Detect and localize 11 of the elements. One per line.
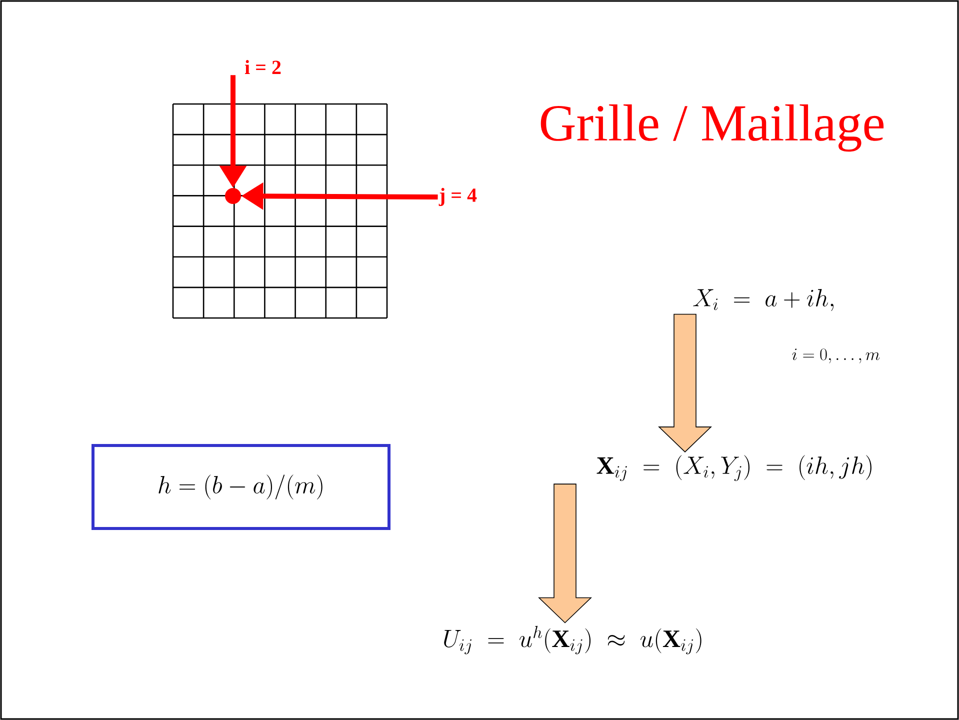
formula-box: $h = (b - a)/(m)$ — [92, 444, 390, 530]
formula: $i = 0, \ldots, m$ — [792, 348, 880, 364]
block-arrow — [658, 314, 712, 452]
index-label: i = 2 — [244, 60, 281, 74]
index-label: j = 4 — [438, 188, 477, 206]
block-arrow — [538, 484, 592, 624]
formula: $X_i \;=\; a + ih,$ — [693, 288, 834, 312]
formula: $\mathbf{X}_{ij} \;=\; (X_i, Y_j) \;=\; (ih, jh)$ — [596, 455, 872, 482]
grid-point — [225, 188, 241, 204]
title: Grille / Maillage — [540, 104, 884, 152]
formula: $U_{ij} \;=\; u^h(\mathbf{X}_{ij}) \;\approx\; u(\mathbf{X}_{ij})$ — [444, 626, 702, 654]
